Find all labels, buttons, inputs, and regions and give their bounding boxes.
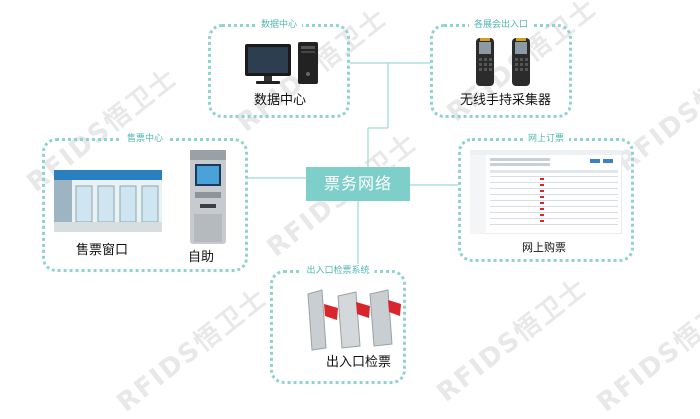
turnstile-gate-icon xyxy=(307,289,401,351)
self-service-label: 自助 xyxy=(188,250,215,265)
handheld-scanner-label: 无线手持采集器 xyxy=(460,93,552,108)
group-data-center: 数据中心 xyxy=(208,18,350,118)
online-booking-label: 网上购票 xyxy=(522,241,566,254)
group-title-online-booking: 网上订票 xyxy=(522,132,570,146)
computer-icon xyxy=(245,42,318,84)
group-expo-entrance: 各展会出入口 xyxy=(430,18,572,118)
data-center-label: 数据中心 xyxy=(254,93,307,108)
ticket-window-photo xyxy=(54,170,162,232)
group-ticket-center: 售票中心 xyxy=(42,132,248,272)
diagram-canvas: RFIDS悟卫士 RFIDS悟卫士 RFIDS悟卫士 RFIDS悟卫士 RFID… xyxy=(22,0,700,418)
group-title-expo-entrance: 各展会出入口 xyxy=(468,18,534,32)
handheld-scanner-icon xyxy=(476,38,530,86)
gate-check-label: 出入口检票 xyxy=(326,355,392,370)
group-title-data-center: 数据中心 xyxy=(255,18,303,32)
self-service-kiosk-icon xyxy=(190,150,226,244)
ticket-window-label: 售票窗口 xyxy=(76,243,129,258)
group-title-ticket-center: 售票中心 xyxy=(121,132,169,146)
group-title-gate-system: 出入口检票系统 xyxy=(301,264,375,278)
web-booking-screenshot xyxy=(470,150,622,234)
ticket-network-hub: 票务网络 xyxy=(306,167,410,201)
connection-lines xyxy=(248,62,458,270)
group-online-booking: 网上订票 xyxy=(458,132,634,262)
group-gate-system: 出入口检票系统 xyxy=(270,264,406,384)
